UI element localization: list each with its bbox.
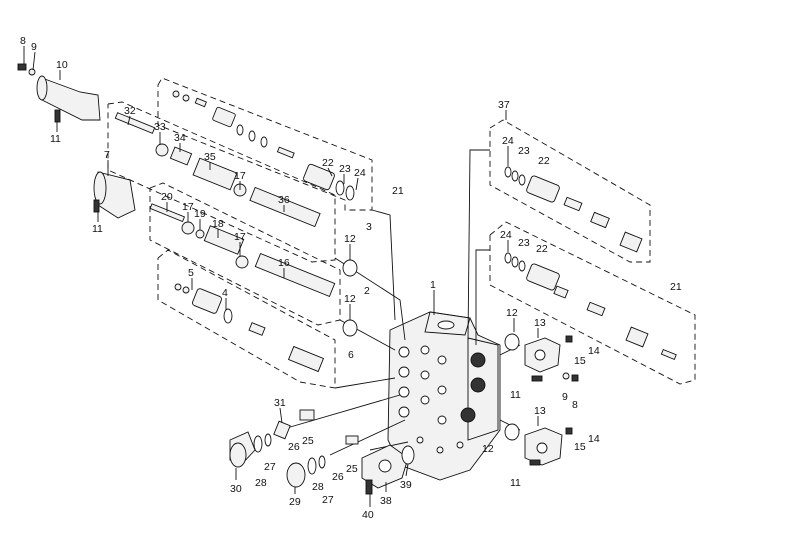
callout-26: 26: [288, 441, 300, 453]
callout-24: 24: [502, 135, 514, 147]
callout-7: 7: [104, 149, 110, 161]
leader-lines: [279, 149, 521, 456]
callout-28: 28: [312, 481, 324, 493]
callout-23: 23: [518, 145, 530, 157]
callout-35: 35: [204, 151, 216, 163]
callout-23: 23: [518, 237, 530, 249]
bottom-plugs: [229, 409, 415, 495]
callout-28: 28: [255, 477, 267, 489]
callout-22: 22: [538, 155, 550, 167]
callout-24: 24: [354, 167, 366, 179]
callout-15: 15: [574, 355, 586, 367]
callout-10: 10: [56, 59, 68, 71]
callout-1: 1: [430, 279, 436, 291]
callout-17: 17: [234, 170, 246, 182]
group-boundary-top-relief: [157, 77, 373, 211]
callout-12: 12: [344, 293, 356, 305]
callout-15: 15: [574, 441, 586, 453]
right-relief-assemblies: [504, 166, 677, 360]
callout-8: 8: [572, 399, 578, 411]
callout-38: 38: [380, 495, 392, 507]
callout-16: 16: [278, 257, 290, 269]
group-boundary-spool-3: [107, 101, 336, 263]
callout-25: 25: [302, 435, 314, 447]
callout-3: 3: [366, 221, 372, 233]
covers-13: [524, 335, 579, 466]
callout-26: 26: [332, 471, 344, 483]
callout-18: 18: [212, 218, 224, 230]
callout-20: 20: [161, 191, 173, 203]
callout-25: 25: [346, 463, 358, 475]
callout-31: 31: [274, 397, 286, 409]
callout-32: 32: [124, 105, 136, 117]
callout-17: 17: [234, 231, 246, 243]
callout-19: 19: [194, 208, 206, 220]
callout-14: 14: [588, 345, 600, 357]
callout-12: 12: [482, 443, 494, 455]
callout-9: 9: [562, 391, 568, 403]
valve-body: [387, 311, 501, 481]
group-boundary-37-top: [489, 119, 651, 263]
callout-11: 11: [510, 477, 521, 489]
callout-27: 27: [264, 461, 276, 473]
callout-22: 22: [536, 243, 548, 255]
callout-29: 29: [289, 496, 301, 508]
callout-22: 22: [322, 157, 334, 169]
callout-39: 39: [400, 479, 412, 491]
callout-leaders: [23, 46, 539, 507]
callout-13: 13: [534, 317, 546, 329]
callout-33: 33: [154, 121, 166, 133]
spool-caps: [17, 63, 136, 219]
callout-21: 21: [392, 185, 404, 197]
group-boundary-21-lower: [489, 221, 696, 385]
group-6-parts: [174, 283, 325, 373]
callout-14: 14: [588, 433, 600, 445]
o-rings-12: [342, 259, 520, 441]
relief-valve-assembly-top: [172, 90, 355, 201]
callout-12: 12: [344, 233, 356, 245]
callout-34: 34: [174, 132, 186, 144]
callout-9: 9: [31, 41, 37, 53]
callout-12: 12: [506, 307, 518, 319]
callout-11: 11: [92, 223, 103, 235]
callout-24: 24: [500, 229, 512, 241]
callout-37: 37: [498, 99, 510, 111]
callout-2: 2: [364, 285, 370, 297]
callout-21: 21: [670, 281, 682, 293]
callout-11: 11: [50, 133, 61, 145]
callout-6: 6: [348, 349, 354, 361]
callout-11: 11: [510, 389, 521, 401]
callout-36: 36: [278, 194, 290, 206]
callout-30: 30: [230, 483, 242, 495]
callout-5: 5: [188, 267, 194, 279]
callout-4: 4: [222, 287, 228, 299]
callout-8: 8: [20, 35, 26, 47]
callout-labels: 8 9 10 11 32 33 34 35 7 11 20 17 19 18 1…: [20, 35, 682, 521]
callout-23: 23: [339, 163, 351, 175]
callout-17: 17: [182, 201, 194, 213]
callout-40: 40: [362, 509, 374, 521]
group-boundary-spool-2: [149, 182, 341, 326]
spool-parts: [114, 112, 336, 298]
callout-27: 27: [322, 494, 334, 506]
callout-13: 13: [534, 405, 546, 417]
